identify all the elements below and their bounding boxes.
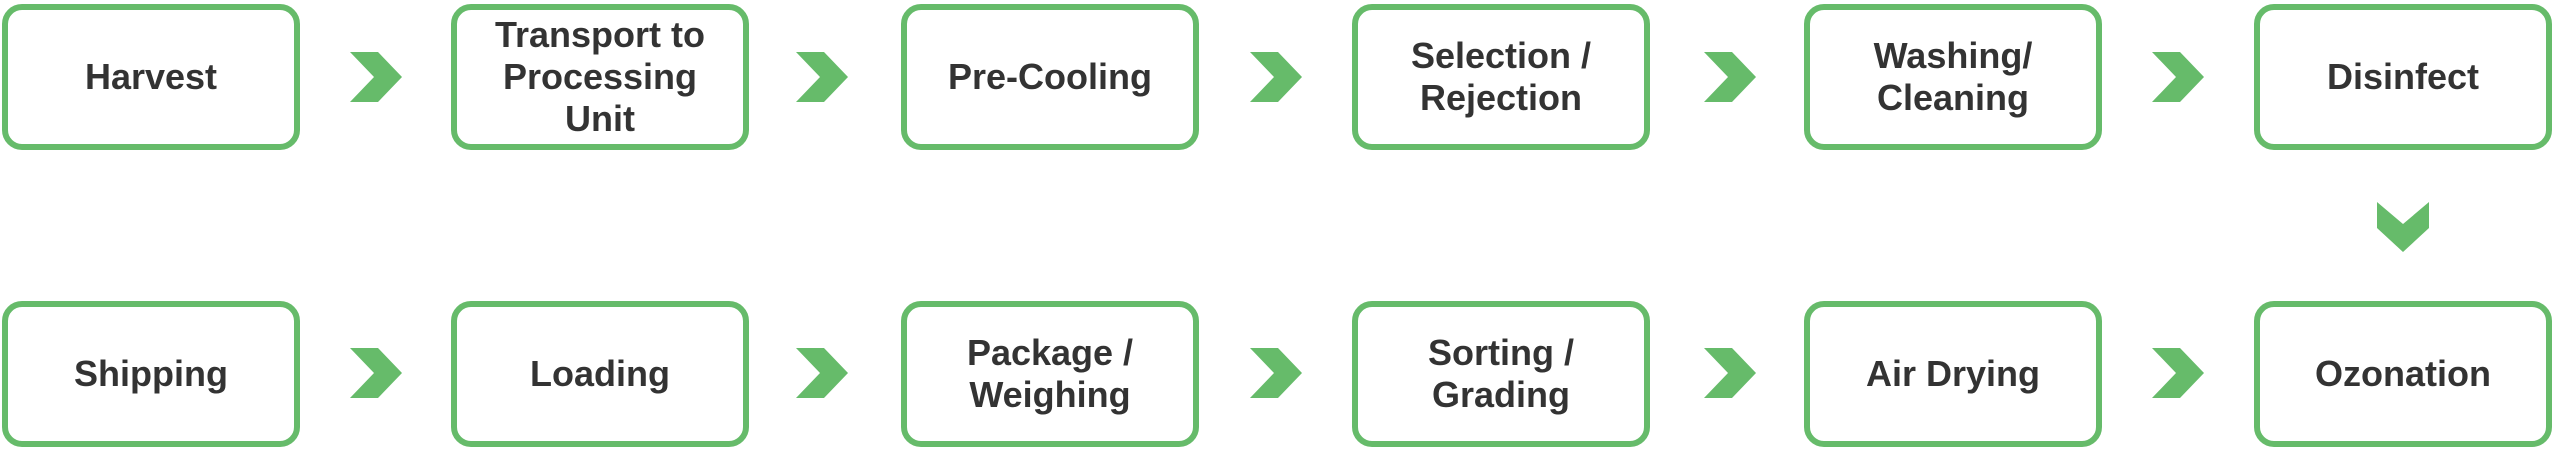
step-ozonation: Ozonation [2254, 301, 2552, 447]
step-label: Pre-Cooling [948, 56, 1152, 97]
step-label: Package / Weighing [966, 332, 1134, 415]
chevron-right-icon [794, 50, 850, 104]
chevron-right-icon [1702, 346, 1758, 400]
step-label: Air Drying [1865, 353, 2041, 394]
step-label: Washing/ Cleaning [1873, 35, 2033, 118]
step-label: Loading [530, 353, 670, 394]
step-pre-cooling: Pre-Cooling [901, 4, 1199, 150]
step-shipping: Shipping [2, 301, 300, 447]
step-transport: Transport to Processing Unit [451, 4, 749, 150]
chevron-right-icon [348, 346, 404, 400]
step-label: Ozonation [2315, 353, 2491, 394]
chevron-right-icon [1702, 50, 1758, 104]
chevron-right-icon [1248, 50, 1304, 104]
step-package-weighing: Package / Weighing [901, 301, 1199, 447]
chevron-right-icon [794, 346, 850, 400]
step-label: Disinfect [2326, 56, 2480, 97]
step-loading: Loading [451, 301, 749, 447]
step-selection-rejection: Selection / Rejection [1352, 4, 1650, 150]
chevron-right-icon [2150, 50, 2206, 104]
step-label: Transport to Processing Unit [494, 14, 705, 139]
chevron-down-icon [2375, 200, 2431, 254]
step-air-drying: Air Drying [1804, 301, 2102, 447]
step-label: Selection / Rejection [1410, 35, 1592, 118]
step-disinfect: Disinfect [2254, 4, 2552, 150]
step-label: Harvest [84, 56, 218, 97]
chevron-right-icon [348, 50, 404, 104]
step-label: Sorting / Grading [1428, 332, 1574, 415]
step-sorting-grading: Sorting / Grading [1352, 301, 1650, 447]
step-label: Shipping [74, 353, 228, 394]
step-harvest: Harvest [2, 4, 300, 150]
chevron-right-icon [2150, 346, 2206, 400]
step-washing-cleaning: Washing/ Cleaning [1804, 4, 2102, 150]
chevron-right-icon [1248, 346, 1304, 400]
